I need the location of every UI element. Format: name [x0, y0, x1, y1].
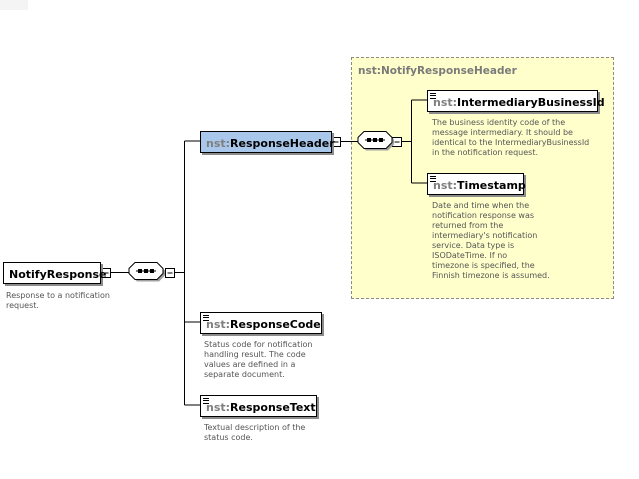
- element-label: IntermediaryBusinessId: [457, 96, 605, 109]
- complex-type-title: nst:NotifyResponseHeader: [358, 65, 517, 77]
- element-lines-icon: [203, 315, 209, 321]
- element-lines-icon: [430, 93, 436, 99]
- root-description: Response to a notification request.: [6, 291, 110, 310]
- timestamp-description: Date and time when the notification resp…: [432, 201, 550, 280]
- element-response-header[interactable]: nst:ResponseHeader: [200, 131, 335, 153]
- response-text-description: Textual description of the status code.: [204, 423, 306, 442]
- intermediary-business-id-description: The business identity code of the messag…: [432, 118, 590, 157]
- sequence-compositor-icon: [128, 262, 165, 282]
- element-label: ResponseHeader: [230, 137, 335, 150]
- element-timestamp[interactable]: nst:Timestamp: [427, 173, 526, 195]
- element-label: Timestamp: [457, 179, 526, 192]
- response-code-description: Status code for notification handling re…: [204, 340, 313, 379]
- element-response-text[interactable]: nst:ResponseText: [200, 395, 317, 417]
- element-label: ResponseCode: [230, 318, 321, 331]
- root-element-label: NotifyResponse: [9, 268, 107, 281]
- sequence-compositor-icon: [357, 131, 394, 151]
- element-response-code[interactable]: nst:ResponseCode: [200, 312, 322, 334]
- collapse-minus-icon[interactable]: [101, 268, 111, 278]
- element-lines-icon: [430, 176, 436, 182]
- element-lines-icon: [203, 398, 209, 404]
- root-element-notify-response[interactable]: NotifyResponse: [3, 262, 107, 284]
- corner-mark: [0, 0, 28, 10]
- element-label: ResponseText: [230, 401, 316, 414]
- collapse-minus-icon[interactable]: [165, 268, 175, 278]
- element-intermediary-business-id[interactable]: nst:IntermediaryBusinessId: [427, 90, 605, 112]
